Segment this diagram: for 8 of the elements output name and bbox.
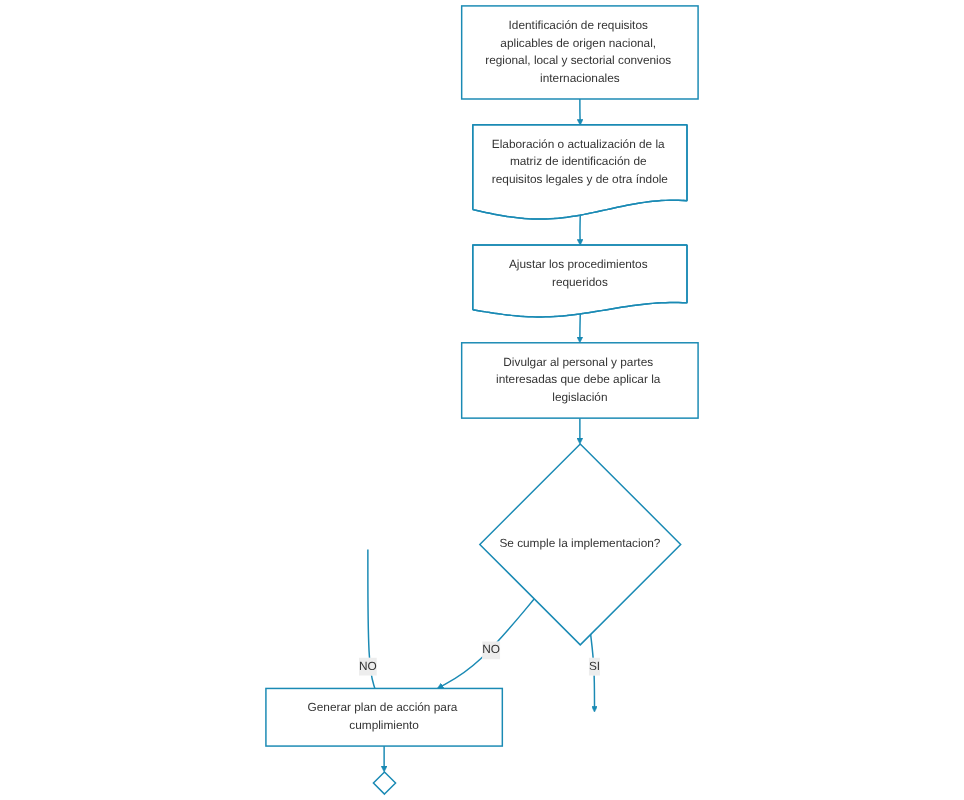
arrow — [576, 214, 584, 246]
arrow — [589, 633, 598, 713]
arrow — [576, 417, 584, 445]
arrow — [437, 598, 535, 689]
node-diamond — [372, 770, 397, 796]
arrow — [576, 98, 584, 126]
arrow — [380, 745, 388, 773]
arrow — [576, 313, 584, 344]
